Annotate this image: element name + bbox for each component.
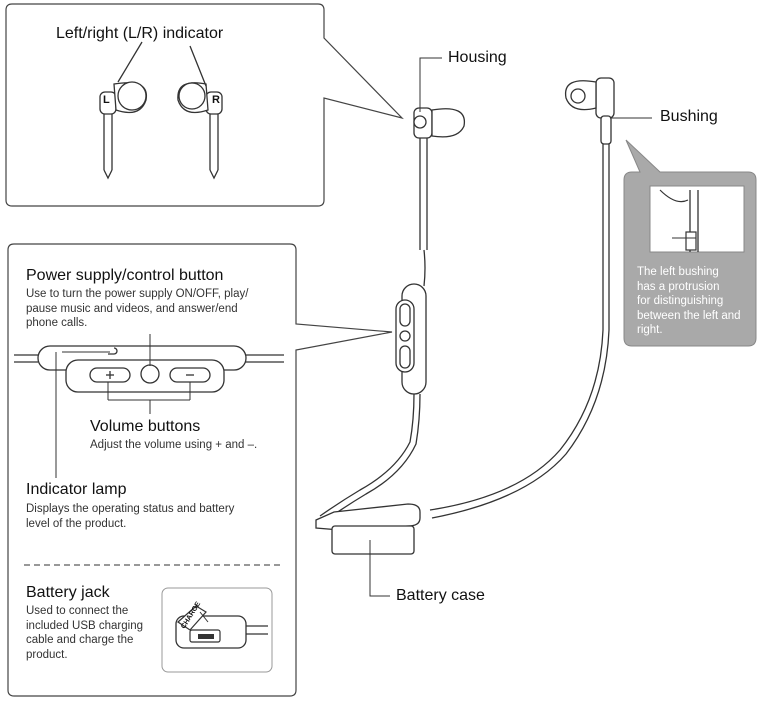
right-indicator-mark: R xyxy=(212,94,220,106)
bushing-note xyxy=(623,139,757,347)
battery-jack-desc: Used to connect the included USB chargin… xyxy=(26,605,143,661)
callout-leaders xyxy=(369,57,652,597)
volume-buttons-title: Volume buttons xyxy=(90,418,201,435)
indicator-lamp-desc: Displays the operating status and batter… xyxy=(26,503,235,530)
right-earbud-closeup xyxy=(177,45,223,180)
battery-case-label: Battery case xyxy=(396,587,485,604)
control-leaders xyxy=(55,334,191,478)
lr-indicator-title: Left/right (L/R) indicator xyxy=(56,25,224,42)
bushing-note-text: The left bushing has a protrusion for di… xyxy=(637,266,741,336)
volume-buttons-desc: Adjust the volume using + and –. xyxy=(90,439,258,451)
lr-indicator-panel xyxy=(5,3,404,207)
battery-jack-inset xyxy=(161,587,273,673)
battery-jack-title: Battery jack xyxy=(26,584,110,601)
left-earbud-closeup xyxy=(99,41,148,180)
housing-label: Housing xyxy=(448,49,507,66)
indicator-lamp-title: Indicator lamp xyxy=(26,481,127,498)
controls-panel xyxy=(7,243,393,697)
left-indicator-mark: L xyxy=(103,94,110,106)
bushing-label: Bushing xyxy=(660,108,718,125)
power-button-title: Power supply/control button xyxy=(26,267,224,284)
power-button-desc: Use to turn the power supply ON/OFF, pla… xyxy=(26,288,249,329)
earphone-main xyxy=(315,77,615,555)
